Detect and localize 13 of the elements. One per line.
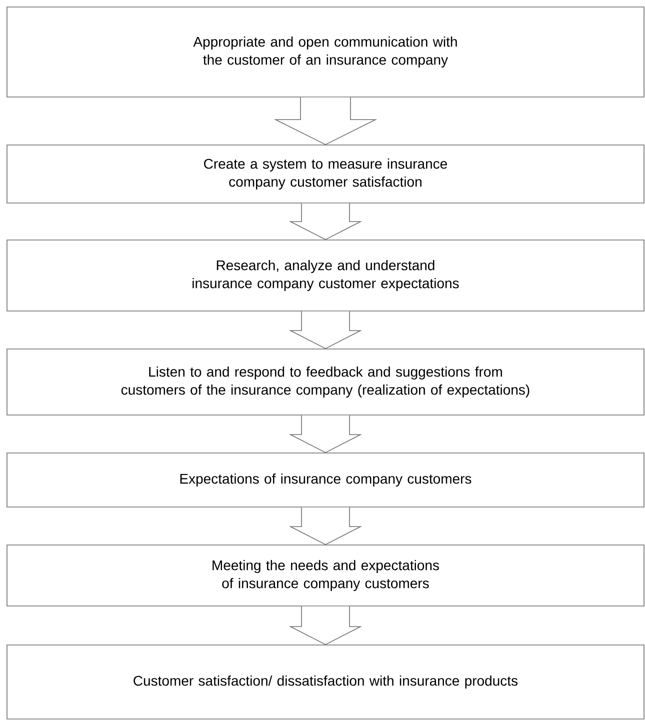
process-box: Create a system to measure insurance company customer satisfaction bbox=[6, 144, 644, 204]
block-arrow bbox=[288, 507, 362, 546]
process-box: Research, analyze and understand insurance company customer expectations bbox=[6, 240, 644, 312]
block-arrow bbox=[288, 311, 362, 350]
block-arrow bbox=[288, 415, 362, 454]
process-box: Expectations of insurance company customers bbox=[6, 452, 644, 508]
process-box: Listen to and respond to feedback and suggestions from customers of the insurance company (realization of expectations) bbox=[6, 348, 644, 416]
process-box: Customer satisfaction/ dissatisfaction with insurance products bbox=[6, 644, 644, 720]
block-arrow bbox=[288, 606, 362, 646]
block-arrow bbox=[288, 203, 362, 240]
block-arrow bbox=[274, 97, 378, 146]
process-box: Appropriate and open communication with the customer of an insurance company bbox=[6, 6, 644, 98]
process-box: Meeting the needs and expectations of insurance company customers bbox=[6, 544, 644, 606]
